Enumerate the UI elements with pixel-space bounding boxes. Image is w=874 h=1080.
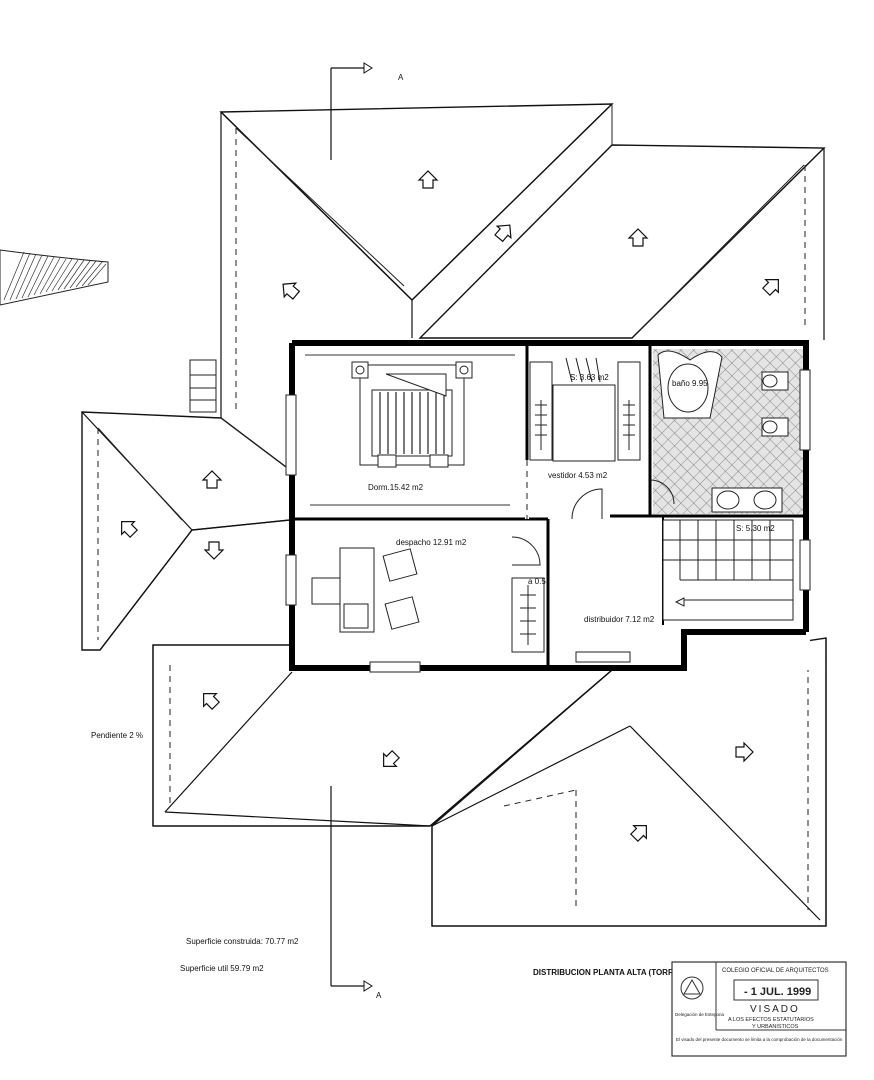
usable-area-note: Superficie util 59.79 m2 bbox=[180, 964, 264, 973]
slope-arrow-icon bbox=[627, 228, 649, 247]
stamp-date: - 1 JUL. 1999 bbox=[744, 986, 811, 998]
section-label-bottom: A bbox=[376, 991, 382, 1000]
section-label-top: A bbox=[398, 73, 404, 82]
stamp-left-block: Delegación de Estepona bbox=[675, 1012, 725, 1017]
slope-note: Pendiente 2 % bbox=[91, 731, 143, 740]
stamp-visado: VISADO bbox=[750, 1004, 800, 1015]
slope-arrow-icon bbox=[121, 521, 139, 539]
slope-arrow-icon bbox=[761, 279, 779, 297]
room-label-despacho: despacho 12.91 m2 bbox=[396, 538, 467, 547]
slope-arrow-icon bbox=[201, 470, 223, 489]
built-area-note: Superficie construida: 70.77 m2 bbox=[186, 937, 299, 946]
slope-arrow-icon bbox=[629, 825, 647, 843]
stamp-header: COLEGIO OFICIAL DE ARQUITECTOS bbox=[722, 968, 829, 974]
room-label-bano: baño 9.95 bbox=[672, 379, 708, 388]
roof-left bbox=[81, 411, 291, 651]
small-steps bbox=[189, 359, 217, 413]
stamp-fine-print: El visado del presente documento se limi… bbox=[676, 1037, 843, 1042]
section-marker-bottom: A bbox=[330, 786, 382, 1000]
hatched-wall-fragment bbox=[0, 249, 109, 306]
room-label-s-top: S: 3.63 m2 bbox=[570, 373, 609, 382]
stamp-effects-1: A LOS EFECTOS ESTATUTARIOS bbox=[728, 1017, 814, 1023]
roof-top-right bbox=[418, 104, 826, 340]
section-marker-top: A bbox=[330, 62, 404, 160]
slope-arrow-icon bbox=[282, 282, 301, 300]
slope-arrow-icon bbox=[203, 541, 225, 560]
room-label-dormitorio: Dorm.15.42 m2 bbox=[368, 483, 424, 492]
room-label-vestidor: vestidor 4.53 m2 bbox=[548, 471, 608, 480]
stamp-effects-2: Y URBANISTICOS bbox=[752, 1024, 799, 1030]
slope-arrow-icon bbox=[383, 749, 401, 767]
slope-arrow-icon bbox=[494, 224, 512, 243]
roof-bottom-right bbox=[431, 637, 827, 927]
room-label-s-stair: S: 5.30 m2 bbox=[736, 524, 775, 533]
stamp-seal-icon bbox=[680, 976, 704, 1000]
slope-arrow-icon bbox=[417, 170, 439, 189]
torreon-plan: Dorm.15.42 m2 S: 3.63 m2 baño 9.95 vesti… bbox=[285, 340, 811, 673]
roof-top-left bbox=[219, 103, 614, 418]
slope-arrow-icon bbox=[735, 741, 754, 763]
plan-title: DISTRIBUCION PLANTA ALTA (TORREON) bbox=[533, 968, 694, 977]
approval-stamp: COLEGIO OFICIAL DE ARQUITECTOS - 1 JUL. … bbox=[671, 961, 847, 1057]
slope-arrow-icon bbox=[203, 693, 221, 711]
room-label-distribuidor: distribuidor 7.12 m2 bbox=[584, 615, 655, 624]
room-label-armario: a 0.5 bbox=[528, 577, 546, 586]
